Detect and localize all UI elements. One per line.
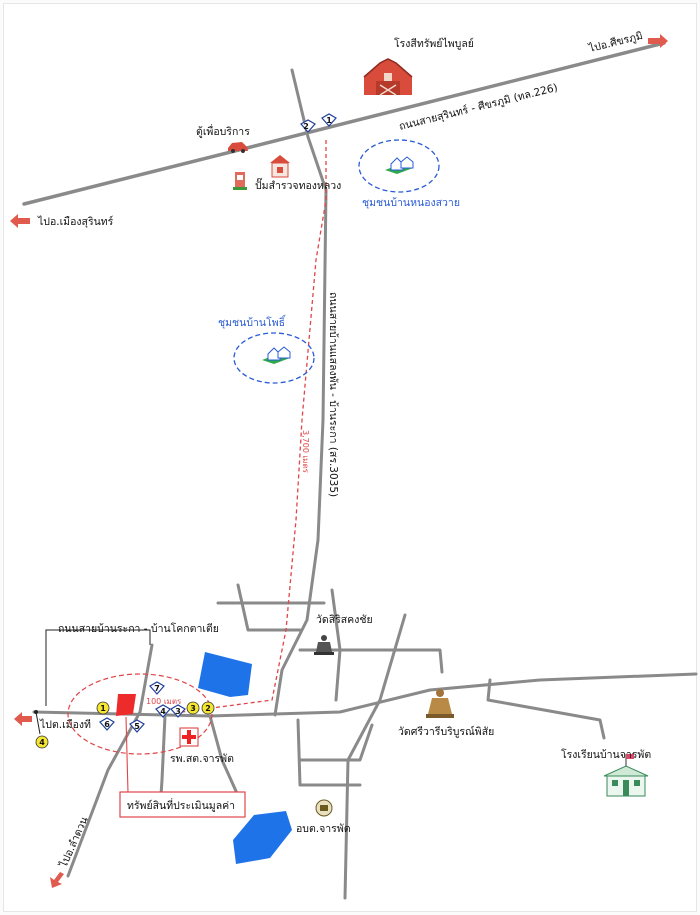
photo-point-1: 1 [100, 704, 106, 713]
marker-4: 4 [160, 707, 166, 716]
buddha-icon [426, 689, 454, 718]
temple-icon [314, 635, 334, 655]
label-community-pho: ชุมชนบ้านโพธิ์ [218, 314, 287, 329]
marker-5: 5 [134, 722, 140, 731]
marker-3: 3 [175, 707, 181, 716]
route-dashed [181, 140, 327, 713]
label-community-nongsai: ชุมชนบ้านหนองสวาย [362, 197, 460, 209]
marker-6: 6 [104, 720, 110, 729]
road-to-temple-sirisak [330, 588, 342, 702]
label-warehouse: โรงสีทรัพย์ไพบูลย์ [394, 37, 474, 50]
label-tambon-office: อบต.จารพัต [296, 823, 351, 835]
label-temple-sirisak: วัดสิริสคงชัย [316, 614, 373, 626]
marker-2: 2 [303, 122, 309, 131]
water-lower [233, 811, 292, 864]
photo-point-2: 2 [205, 704, 211, 713]
road-right-vertical [343, 613, 407, 900]
label-school: โรงเรียนบ้านจารพัต [561, 748, 651, 761]
village-icon [262, 346, 291, 364]
car-icon [228, 142, 248, 153]
road-south-left [296, 718, 362, 787]
road-temple [298, 648, 444, 674]
label-road-raka: ถนนสายบ้านระกา - บ้านโคกตาเตีย [58, 622, 219, 635]
road-sign-icon [99, 113, 337, 733]
property-label-box [119, 791, 246, 818]
road-small-loop [298, 723, 374, 762]
road-raka [66, 643, 154, 878]
label-property: ทรัพย์สินที่ประเมินมูลค่า [127, 798, 235, 812]
pin-line [35, 711, 41, 735]
road-upper-left [236, 583, 302, 632]
label-to-surin: ไปอ.เมืองสุรินทร์ [37, 215, 114, 228]
house-icon [270, 155, 290, 178]
label-hospital: รพ.สต.จารพัต [170, 753, 234, 765]
highway-road [22, 41, 666, 206]
property-leader-line [125, 716, 129, 794]
photo-point-4: 4 [39, 738, 45, 747]
arrow-icon [10, 34, 668, 888]
property-parcel [116, 694, 136, 716]
label-distance-3700: 3,700 เมตร [301, 430, 310, 474]
label-temple-sriwaree: วัดศรีวารีบริบูรณ์พิสัย [398, 725, 494, 738]
road-lower-left [208, 714, 242, 802]
label-main-road-vertical: ถนนสายบ้านแสลงพัน - บ้านระกา (สร.3035) [327, 292, 339, 497]
gas-station-icon [233, 172, 247, 190]
photo-point-3: 3 [190, 704, 196, 713]
barn-icon [363, 58, 413, 96]
label-gas-station: ปั๊มสำรวจทองหลวง [255, 177, 341, 192]
road-raka-leader [45, 629, 151, 645]
village-main-road [32, 672, 698, 718]
marker-1: 1 [326, 116, 332, 125]
photo-points [35, 701, 215, 749]
water-upper [198, 652, 252, 697]
road-east-branch [486, 678, 606, 740]
vertical-road [273, 68, 328, 717]
hospital-cross-icon [179, 727, 199, 747]
label-distance-100: 100 เมตร [146, 697, 182, 706]
roads [22, 41, 698, 900]
marker-7: 7 [154, 684, 160, 693]
office-icon [315, 799, 333, 817]
village-icon [385, 156, 414, 174]
label-to-mueangthi: ไปต.เมืองที [39, 718, 91, 731]
school-icon [603, 754, 649, 797]
community-nongsai-circle [358, 139, 440, 193]
property-circle [67, 673, 213, 755]
community-pho-circle [233, 332, 315, 384]
label-police-box: ตู้เพื่อบริการ [196, 124, 250, 138]
